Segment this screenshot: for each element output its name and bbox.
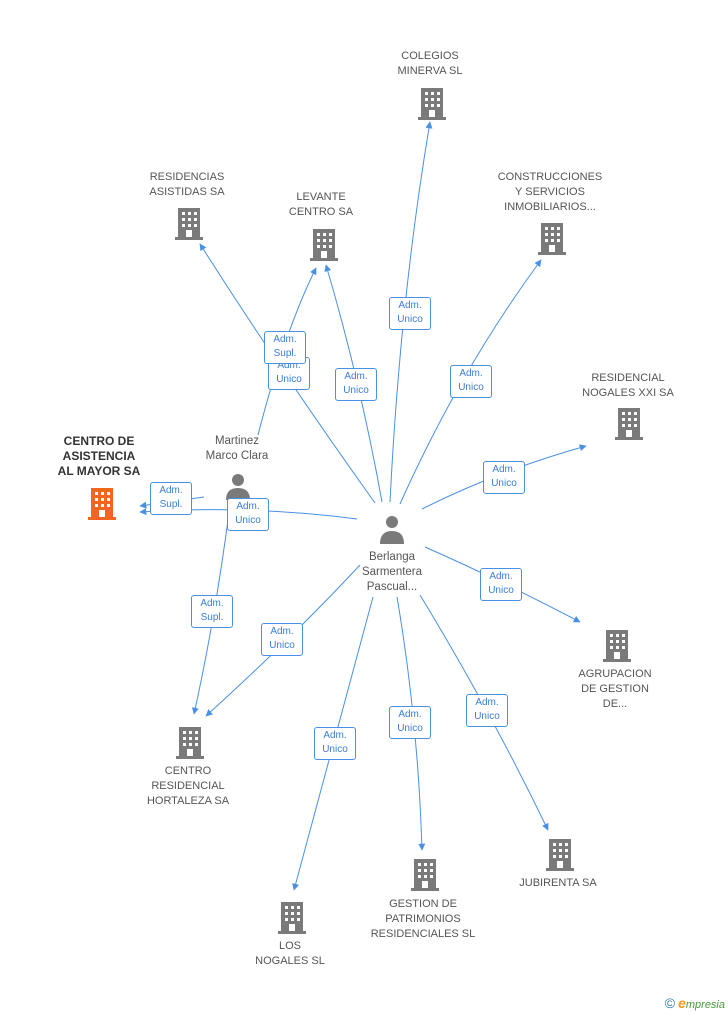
person-name: Martinez Marco Clara: [205, 435, 269, 462]
building-icon-residencial-nogales[interactable]: [613, 406, 645, 440]
edge-label-adm-unico[interactable]: Adm. Unico: [227, 498, 269, 531]
edge-label-text: Adm. Unico: [322, 730, 348, 755]
company-label-levante-centro[interactable]: LEVANTE CENTRO SA: [289, 190, 353, 220]
edge-label-text: Adm. Unico: [269, 626, 295, 651]
company-label-colegios-minerva[interactable]: COLEGIOS MINERVA SL: [397, 49, 462, 79]
person-icon-berlanga[interactable]: [378, 514, 406, 544]
company-name: RESIDENCIAL NOGALES XXI SA: [582, 372, 674, 399]
company-name: LEVANTE CENTRO SA: [288, 191, 354, 218]
person-label-berlanga[interactable]: Berlanga Sarmentera Pascual...: [362, 550, 422, 595]
building-icon-los-nogales[interactable]: [276, 900, 308, 934]
edge-label-adm-unico[interactable]: Adm. Unico: [389, 706, 431, 739]
edge-label-text: Adm. Supl.: [159, 485, 183, 510]
edge-label-text: Adm. Unico: [491, 464, 517, 489]
company-label-agrupacion[interactable]: AGRUPACION DE GESTION DE...: [578, 667, 651, 712]
company-name: COLEGIOS MINERVA SL: [397, 50, 463, 77]
building-icon-agrupacion[interactable]: [601, 628, 633, 662]
person-name: Berlanga Sarmentera Pascual...: [361, 551, 423, 593]
company-name: JUBIRENTA SA: [519, 877, 597, 889]
edge-label-text: Adm. Unico: [235, 501, 261, 526]
company-name: AGRUPACION DE GESTION DE...: [578, 668, 652, 710]
person-icon-martinez[interactable]: [224, 472, 252, 500]
edge-label-text: Adm. Unico: [397, 709, 423, 734]
building-icon-gestion-patrimonios[interactable]: [409, 857, 441, 891]
edge-label-adm-unico[interactable]: Adm. Unico: [483, 461, 525, 494]
edge-label-text: Adm. Unico: [276, 360, 302, 385]
edge-label-text: Adm. Supl.: [273, 334, 297, 359]
company-label-los-nogales[interactable]: LOS NOGALES SL: [255, 939, 325, 969]
company-name: LOS NOGALES SL: [255, 940, 325, 967]
company-label-centro-asistencia[interactable]: CENTRO DE ASISTENCIA AL MAYOR SA: [58, 434, 141, 479]
building-icon-centro-asistencia[interactable]: [86, 486, 118, 520]
edge-label-text: Adm. Unico: [474, 697, 500, 722]
company-label-residencial-nogales[interactable]: RESIDENCIAL NOGALES XXI SA: [582, 371, 674, 401]
empresia-watermark: ©empresia: [665, 995, 725, 1011]
building-icon-centro-hortaleza[interactable]: [174, 725, 206, 759]
company-label-construcciones[interactable]: CONSTRUCCIONES Y SERVICIOS INMOBILIARIOS…: [498, 170, 603, 215]
edge-label-adm-unico[interactable]: Adm. Unico: [314, 727, 356, 760]
edge-label-text: Adm. Supl.: [200, 598, 224, 623]
company-name: RESIDENCIAS ASISTIDAS SA: [149, 171, 225, 198]
brand-name: mpresia: [685, 999, 725, 1011]
company-name: CENTRO DE ASISTENCIA AL MAYOR SA: [57, 434, 141, 478]
company-label-gestion-patrimonios[interactable]: GESTION DE PATRIMONIOS RESIDENCIALES SL: [371, 897, 476, 942]
edge-label-text: Adm. Unico: [458, 368, 484, 393]
edge-label-text: Adm. Unico: [343, 371, 369, 396]
edge-label-adm-unico[interactable]: Adm. Unico: [466, 694, 508, 727]
building-icon-residencias-asistidas[interactable]: [173, 206, 205, 240]
edge-label-adm-unico[interactable]: Adm. Unico: [261, 623, 303, 656]
edge-label-adm-supl[interactable]: Adm. Supl.: [264, 331, 306, 364]
brand-initial: e: [678, 995, 686, 1011]
edge-label-adm-supl[interactable]: Adm. Supl.: [150, 482, 192, 515]
company-label-centro-hortaleza[interactable]: CENTRO RESIDENCIAL HORTALEZA SA: [147, 764, 229, 809]
company-label-jubirenta[interactable]: JUBIRENTA SA: [519, 876, 596, 891]
company-name: GESTION DE PATRIMONIOS RESIDENCIALES SL: [370, 898, 476, 940]
person-label-martinez[interactable]: Martinez Marco Clara: [206, 434, 269, 464]
company-label-residencias-asistidas[interactable]: RESIDENCIAS ASISTIDAS SA: [149, 170, 224, 200]
building-icon-levante-centro[interactable]: [308, 227, 340, 261]
edge-label-adm-unico[interactable]: Adm. Unico: [480, 568, 522, 601]
edge-label-adm-unico[interactable]: Adm. Unico: [389, 297, 431, 330]
building-icon-jubirenta[interactable]: [544, 837, 576, 871]
company-name: CENTRO RESIDENCIAL HORTALEZA SA: [146, 765, 230, 807]
copyright-symbol: ©: [664, 995, 676, 1011]
edge-label-adm-unico[interactable]: Adm. Unico: [335, 368, 377, 401]
company-name: CONSTRUCCIONES Y SERVICIOS INMOBILIARIOS…: [497, 171, 603, 213]
building-icon-colegios-minerva[interactable]: [416, 86, 448, 120]
edge-label-text: Adm. Unico: [397, 300, 423, 325]
edge-label-adm-supl[interactable]: Adm. Supl.: [191, 595, 233, 628]
edge-label-adm-unico[interactable]: Adm. Unico: [450, 365, 492, 398]
building-icon-construcciones[interactable]: [536, 221, 568, 255]
edge-label-text: Adm. Unico: [488, 571, 514, 596]
